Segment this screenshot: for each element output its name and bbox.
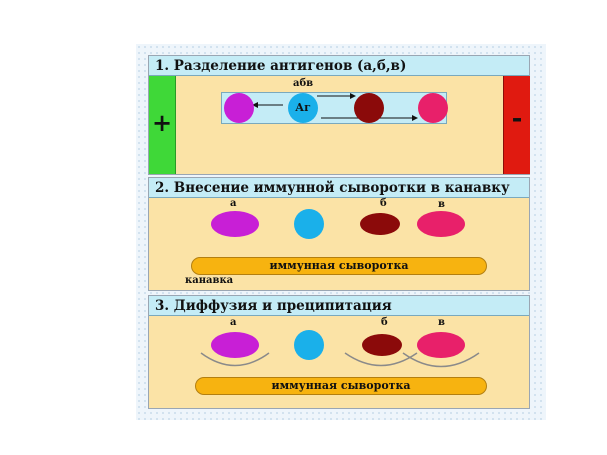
- label-v: в: [438, 199, 445, 210]
- panel-separation: 1. Разделение антигенов (а,б,в) + - абв …: [148, 55, 530, 175]
- antigen-mixture-circle: [288, 93, 318, 123]
- serum-groove: иммунная сыворотка: [195, 377, 487, 395]
- plus-sign: +: [151, 108, 173, 137]
- precipitation-arc-a: [200, 352, 270, 367]
- antigen-v-circle: [418, 93, 448, 123]
- anode-electrode: +: [149, 76, 176, 174]
- panel-3-title: 3. Диффузия и преципитация: [149, 296, 529, 316]
- migration-diagram: [224, 93, 448, 123]
- precipitation-arc-v: [402, 352, 480, 368]
- panel-1-title: 1. Разделение антигенов (а,б,в): [149, 56, 529, 76]
- label-b: б: [380, 198, 387, 209]
- antigen-spots: [211, 209, 465, 239]
- spot-a: [211, 211, 259, 237]
- label-a: а: [230, 198, 237, 209]
- panel-serum-application: 2. Внесение иммунной сыворотки в канавку…: [148, 177, 530, 291]
- ag-label: Аг: [295, 101, 311, 114]
- serum-groove: иммунная сыворотка: [191, 257, 487, 275]
- cathode-electrode: -: [503, 76, 530, 174]
- panel-2-title: 2. Внесение иммунной сыворотки в канавку: [149, 178, 529, 198]
- minus-sign: -: [511, 104, 523, 134]
- panel-diffusion-precipitation: 3. Диффузия и преципитация а б в иммунна…: [148, 295, 530, 409]
- groove-label: канавка: [185, 275, 234, 286]
- spot-b: [360, 213, 400, 235]
- abv-label: абв: [293, 78, 314, 89]
- spot-v: [417, 211, 465, 237]
- label-v: в: [438, 317, 445, 328]
- antigen-a-circle: [224, 93, 254, 123]
- label-b: б: [381, 317, 388, 328]
- spot-a: [211, 332, 259, 358]
- spot-b: [362, 334, 402, 356]
- label-a: а: [230, 317, 237, 328]
- spot-v: [417, 332, 465, 358]
- spot-mixture: [294, 330, 324, 360]
- antigen-b-circle: [354, 93, 384, 123]
- spot-mixture: [294, 209, 324, 239]
- precipitation-diagram: [200, 330, 480, 368]
